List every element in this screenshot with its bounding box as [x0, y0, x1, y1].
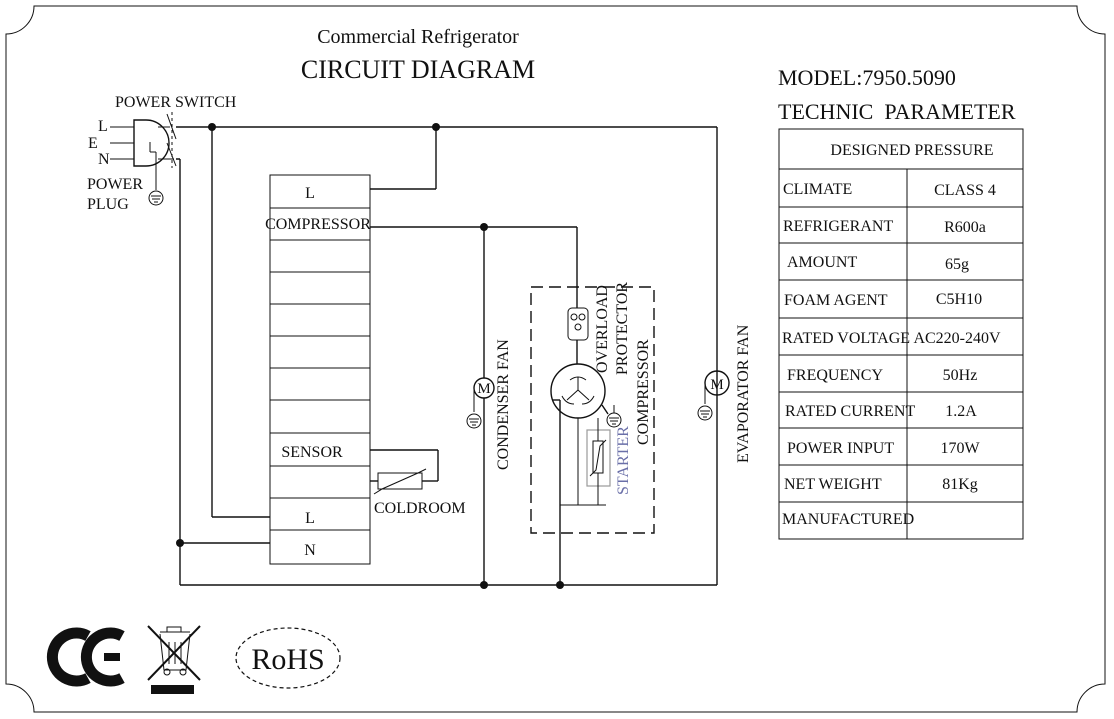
param-value-power-input: 170W — [940, 440, 980, 457]
param-label-climate: CLIMATE — [783, 181, 852, 198]
power-switch-icon — [158, 112, 180, 168]
technic-parameter-heading: TECHNIC PARAMETER — [778, 99, 1016, 124]
compressor-dashed-box — [530, 286, 655, 534]
overload-protector-icon — [567, 307, 589, 364]
designed-pressure-header: DESIGNED PRESSURE — [830, 142, 993, 159]
param-label-foam-agent: FOAM AGENT — [784, 292, 888, 309]
param-label-amount: AMOUNT — [787, 254, 857, 271]
ce-mark-icon — [46, 627, 125, 687]
condenser-ground-icon — [466, 413, 482, 429]
param-value-rated-voltage: AC220-240V — [913, 330, 1001, 347]
starter-label: STARTER — [615, 426, 632, 495]
plug-L-label: L — [98, 118, 108, 135]
evaporator-fan-label: EVAPORATOR FAN — [735, 324, 752, 463]
param-value-refrigerant: R600a — [944, 219, 986, 236]
protector-label: PROTECTOR — [614, 282, 631, 375]
junction-dots — [176, 123, 564, 589]
model-number: MODEL:7950.5090 — [778, 65, 956, 90]
evaporator-fan-motor-icon: M — [704, 370, 730, 404]
plug-N-label: N — [98, 151, 110, 168]
condenser-fan-motor-icon: M — [473, 377, 495, 412]
diagram-subtitle: Commercial Refrigerator — [317, 26, 519, 48]
evaporator-ground-icon — [697, 405, 713, 421]
terminal-L-top: L — [305, 185, 315, 202]
rohs-text: RoHS — [251, 643, 324, 676]
coldroom-label: COLDROOM — [374, 500, 466, 517]
main-wiring — [178, 126, 718, 586]
condenser-fan-label: CONDENSER FAN — [495, 339, 512, 470]
evaporator-motor-letter: M — [710, 377, 723, 393]
param-label-manufactured: MANUFACTURED — [782, 511, 914, 528]
condenser-motor-letter: M — [477, 381, 490, 397]
param-value-frequency: 50Hz — [943, 367, 978, 384]
param-label-rated-voltage: RATED VOLTAGE — [782, 330, 910, 347]
param-value-rated-current: 1.2A — [945, 403, 977, 420]
param-label-power-input: POWER INPUT — [787, 440, 894, 457]
param-label-net-weight: NET WEIGHT — [784, 476, 882, 493]
plug-ground-icon — [148, 190, 164, 206]
param-value-foam-agent: C5H10 — [936, 291, 982, 308]
power-plug-icon — [110, 119, 170, 190]
parameter-table: DESIGNED PRESSURE CLIMATE CLASS 4 REFRIG… — [778, 128, 1024, 540]
param-label-rated-current: RATED CURRENT — [785, 403, 915, 420]
compressor-ground-icon — [606, 405, 622, 428]
terminal-sensor: SENSOR — [281, 444, 343, 461]
terminal-L-bottom: L — [305, 510, 315, 527]
diagram-title: CIRCUIT DIAGRAM — [301, 55, 535, 84]
param-label-frequency: FREQUENCY — [787, 367, 883, 384]
param-value-amount: 65g — [945, 256, 969, 273]
power-switch-label: POWER SWITCH — [115, 94, 237, 111]
coldroom-sensor — [370, 449, 439, 495]
plug-E-label: E — [88, 135, 98, 152]
power-label: POWER — [87, 176, 143, 193]
starter-icon — [586, 418, 611, 505]
sheet-frame — [5, 5, 1106, 713]
param-label-refrigerant: REFRIGERANT — [783, 218, 893, 235]
param-value-climate: CLASS 4 — [934, 182, 996, 199]
rohs-mark: RoHS — [235, 627, 341, 689]
overload-label: OVERLOAD — [594, 285, 611, 373]
plug-label: PLUG — [87, 196, 129, 213]
compressor-label: COMPRESSOR — [635, 339, 652, 445]
param-value-net-weight: 81Kg — [942, 476, 978, 493]
terminal-N: N — [304, 542, 316, 559]
controller-terminal-block: L COMPRESSOR SENSOR L N — [265, 174, 371, 565]
terminal-compressor: COMPRESSOR — [265, 216, 371, 233]
compressor-motor-icon — [550, 363, 609, 506]
crossed-out-wheelie-bin-icon — [147, 625, 201, 694]
